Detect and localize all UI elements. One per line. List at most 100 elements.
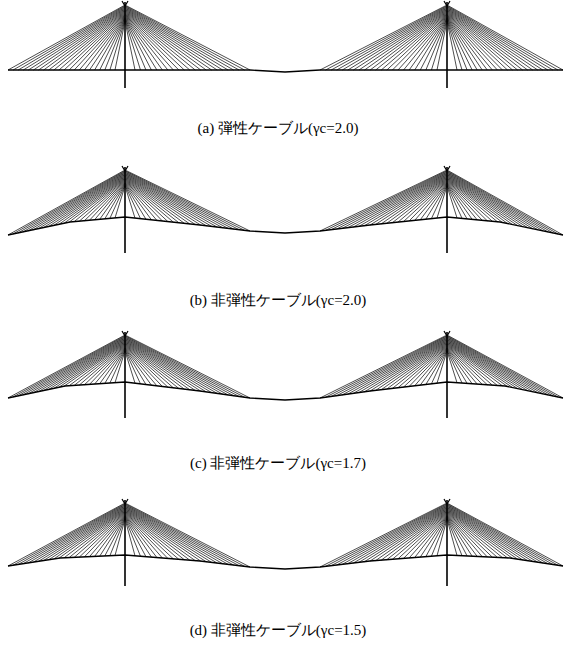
- stay-cable: [95, 348, 125, 384]
- stay-cable: [105, 349, 125, 383]
- stay-cable: [447, 7, 548, 70]
- stay-cable: [415, 348, 447, 386]
- stay-cable: [125, 519, 135, 556]
- stay-cable: [125, 505, 234, 565]
- stay-cable: [447, 511, 513, 559]
- stay-cable: [447, 518, 462, 555]
- tower-top: [444, 1, 450, 6]
- stay-cable: [125, 5, 250, 70]
- tower-top: [122, 166, 128, 171]
- tower-top: [122, 499, 128, 504]
- stay-cable: [125, 512, 184, 560]
- stay-cable: [337, 7, 447, 70]
- stay-cable: [348, 507, 447, 564]
- stay-cable: [447, 508, 528, 560]
- stay-cable: [125, 172, 239, 230]
- bridge-panel: [8, 331, 563, 418]
- stay-cable: [404, 181, 447, 221]
- stay-cable: [426, 19, 447, 70]
- stay-cable: [447, 15, 497, 70]
- stay-cable: [100, 349, 125, 384]
- stay-cable: [420, 184, 447, 220]
- stay-cable: [74, 345, 125, 385]
- stay-cable: [437, 21, 447, 70]
- stay-cable: [409, 182, 447, 221]
- stay-cable: [447, 335, 563, 398]
- stay-cable: [125, 21, 135, 70]
- tower-top: [122, 331, 128, 336]
- stay-cable: [125, 514, 168, 558]
- stay-cable: [125, 516, 157, 558]
- stay-cable: [409, 17, 447, 70]
- stay-cable: [447, 505, 548, 563]
- stay-cable: [125, 17, 162, 70]
- tower: [446, 167, 448, 253]
- stay-cable: [415, 18, 447, 70]
- stay-cable: [392, 513, 447, 559]
- stay-cable: [125, 175, 217, 227]
- stay-cable: [69, 179, 125, 222]
- stay-cable: [447, 519, 457, 555]
- stay-cable: [447, 506, 543, 563]
- stay-cable: [447, 17, 482, 70]
- tower: [124, 332, 126, 418]
- stay-cable: [420, 517, 447, 557]
- stay-cable: [39, 10, 125, 70]
- stay-cable: [447, 503, 563, 566]
- bridge-panel: [8, 499, 563, 586]
- stay-cable: [447, 514, 492, 557]
- stay-cable: [84, 514, 125, 556]
- stay-cable: [447, 507, 538, 562]
- stay-cable: [353, 508, 447, 563]
- stay-cable: [431, 350, 447, 384]
- stay-cable: [447, 10, 528, 70]
- stay-cable: [447, 510, 518, 559]
- stay-cable: [90, 347, 125, 384]
- stay-cable: [331, 505, 447, 566]
- stay-cable: [320, 335, 447, 398]
- stay-cable: [381, 343, 447, 389]
- stay-cable: [381, 178, 447, 223]
- stay-cable: [447, 21, 457, 70]
- stay-cable: [125, 339, 223, 394]
- stay-cable: [359, 340, 447, 392]
- stay-cable: [125, 176, 206, 226]
- stay-cable: [447, 349, 472, 384]
- stay-cable: [447, 16, 492, 70]
- stay-cable: [49, 11, 125, 70]
- stay-cable: [54, 510, 125, 559]
- stay-cable: [125, 184, 146, 219]
- stay-cable: [125, 517, 146, 556]
- stay-cable: [125, 7, 239, 70]
- stay-cable: [125, 18, 157, 70]
- stay-cable: [337, 505, 447, 565]
- stay-cable: [447, 175, 528, 227]
- stay-cable: [342, 506, 447, 564]
- stay-cable: [447, 347, 482, 384]
- stay-cable: [447, 351, 457, 383]
- stay-cable: [376, 511, 447, 561]
- stay-cable: [74, 513, 125, 557]
- stay-cable: [447, 16, 487, 70]
- stay-cable: [105, 517, 125, 555]
- stay-cable: [447, 19, 472, 70]
- stay-cable: [125, 337, 239, 397]
- stay-cable: [447, 185, 462, 218]
- stay-cable: [447, 183, 477, 220]
- stay-cable: [125, 335, 250, 398]
- stay-cable: [426, 349, 447, 384]
- stay-cable: [447, 346, 492, 385]
- stay-cable: [392, 180, 447, 223]
- stay-cable: [447, 349, 467, 383]
- stay-cable: [105, 19, 125, 70]
- stay-cable: [125, 175, 212, 226]
- stay-cable: [365, 176, 447, 226]
- stay-cable: [125, 16, 168, 70]
- stay-cable: [125, 515, 162, 558]
- stay-cable: [28, 173, 125, 231]
- stay-cable: [342, 173, 447, 228]
- stay-cable: [105, 184, 125, 218]
- stay-cable: [125, 337, 234, 395]
- stay-cable: [125, 345, 179, 389]
- stay-cable: [13, 504, 125, 565]
